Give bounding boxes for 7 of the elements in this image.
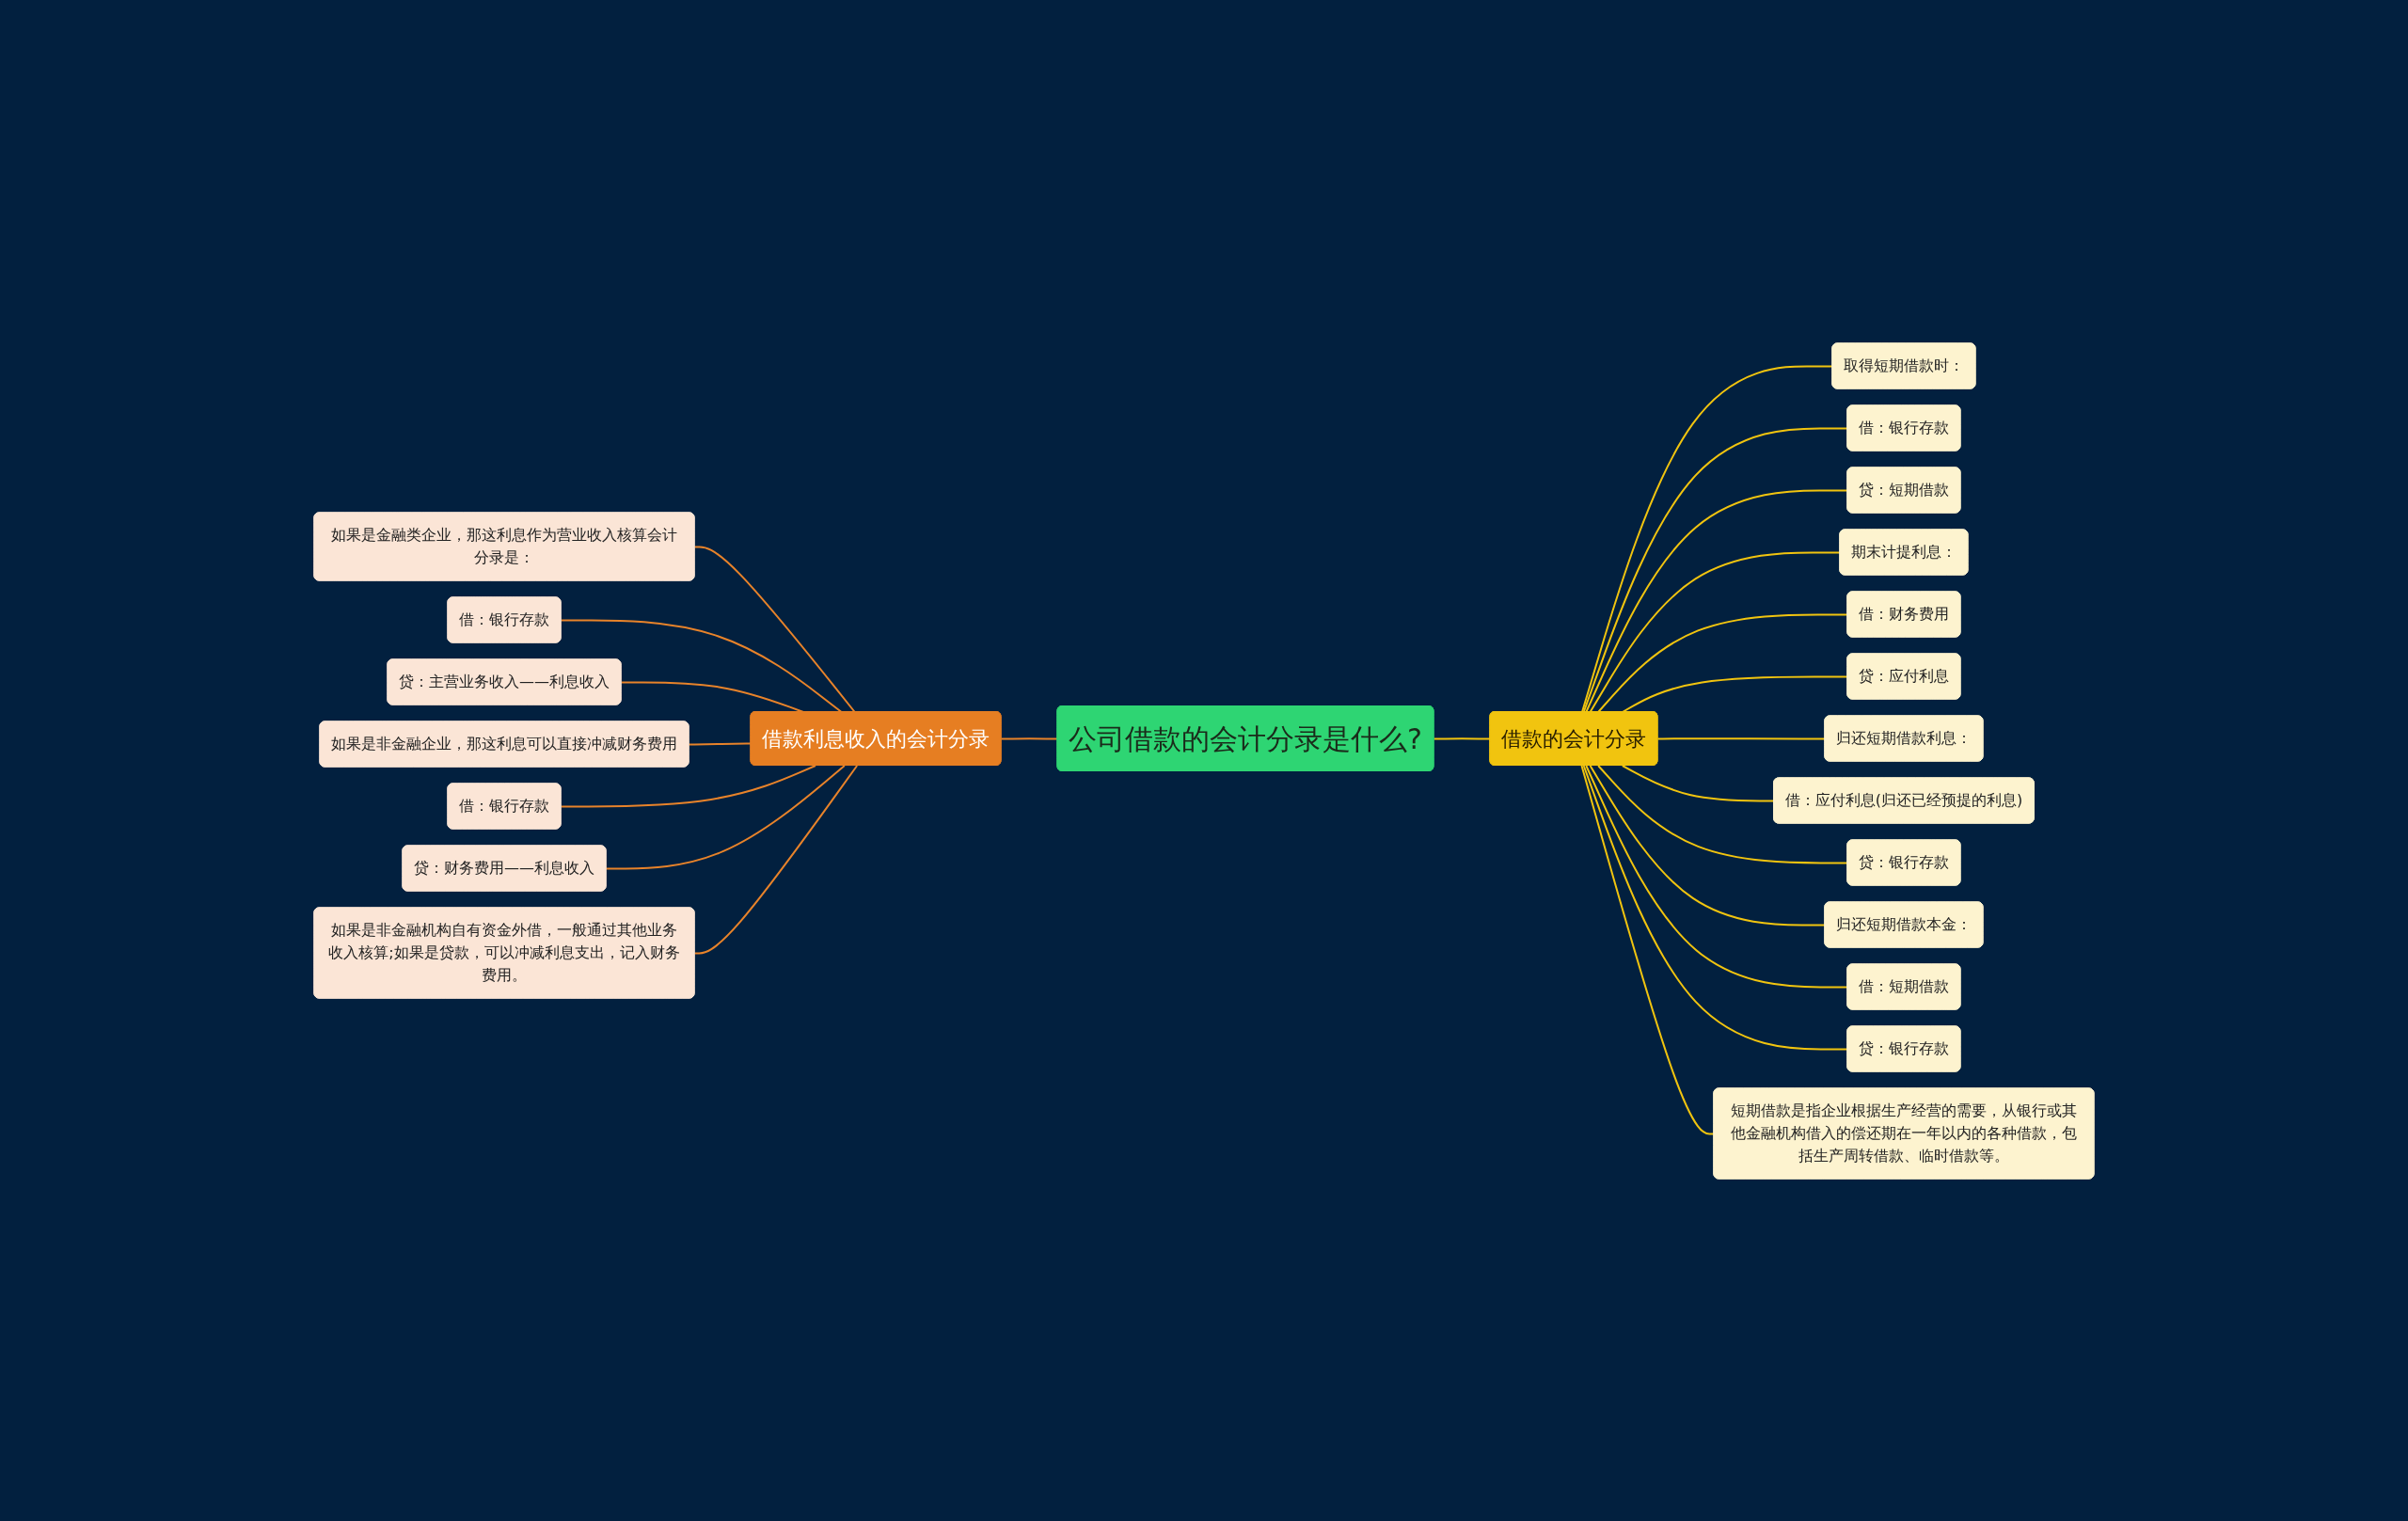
connector bbox=[605, 764, 846, 869]
connector bbox=[693, 764, 859, 954]
connector bbox=[693, 545, 856, 713]
connector bbox=[560, 618, 843, 713]
connector bbox=[688, 741, 752, 745]
connector bbox=[560, 764, 816, 807]
connector bbox=[1000, 737, 1059, 739]
